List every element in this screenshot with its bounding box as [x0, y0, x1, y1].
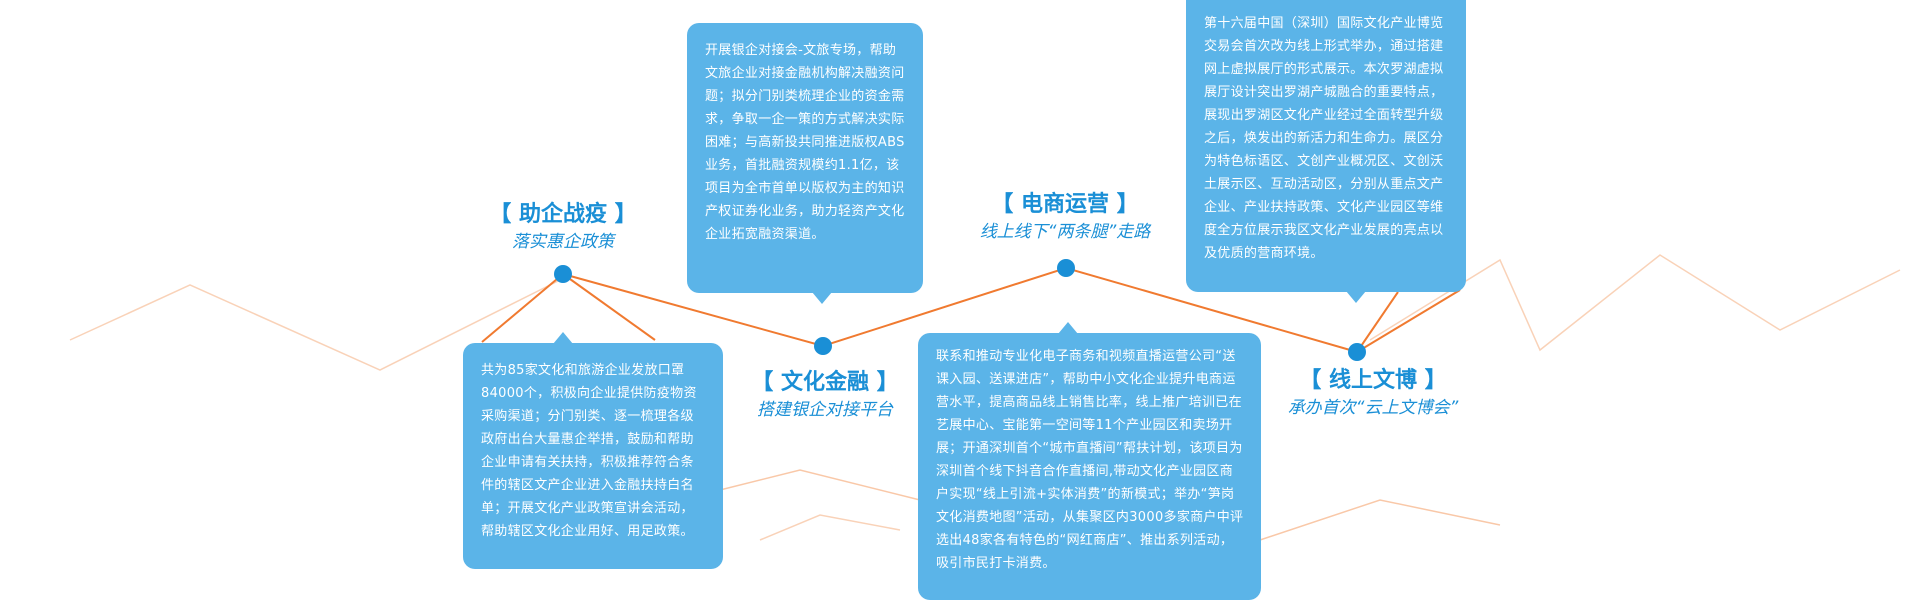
- timeline-dot-1: [554, 265, 572, 283]
- fan-line-1b: [562, 273, 656, 341]
- bubble-2: 开展银企对接会-文旅专场，帮助文旅企业对接金融机构解决融资问题；拟分门别类梳理企…: [687, 23, 923, 304]
- fan-line-4b: [1356, 289, 1461, 353]
- bg-zigzag-right: [1369, 254, 1901, 352]
- bubble-4: 第十六届中国（深圳）国际文化产业博览交易会首次改为线上形式举办，通过搭建网上虚拟…: [1186, 0, 1466, 303]
- bg-zigzag-mid: [719, 469, 921, 501]
- bubble-1: 共为85家文化和旅游企业发放口罩84000个，积极向企业提供防疫物资采购渠道；分…: [463, 332, 723, 569]
- fan-line-4a: [1356, 291, 1399, 353]
- bubble-text-2: 开展银企对接会-文旅专场，帮助文旅企业对接金融机构解决融资问题；拟分门别类梳理企…: [705, 43, 905, 242]
- node-title-2: 【 文化金融 】: [751, 370, 899, 395]
- timeline-dot-2: [814, 337, 832, 355]
- bubble-text-3: 联系和推动专业化电子商务和视频直播运营公司“送课入园、送课进店”，帮助中小文化企…: [936, 349, 1244, 571]
- bubble-pointer: [1346, 291, 1366, 303]
- node-label-2: 【 文化金融 】 搭建银企对接平台: [725, 368, 925, 422]
- node-label-1: 【 助企战疫 】 落实惠企政策: [460, 200, 666, 254]
- bubble-text-1: 共为85家文化和旅游企业发放口罩84000个，积极向企业提供防疫物资采购渠道；分…: [481, 363, 697, 539]
- bg-zigzag-right-low: [1259, 499, 1501, 541]
- node-subtitle-3: 线上线下“两条腿”走路: [979, 222, 1151, 242]
- bubble-pointer: [553, 332, 573, 344]
- fan-line-1a: [481, 273, 564, 343]
- bubble-pointer: [812, 292, 832, 304]
- node-label-3: 【 电商运营 】 线上线下“两条腿”走路: [950, 190, 1180, 244]
- node-title-1: 【 助企战疫 】: [489, 202, 637, 227]
- bg-zigzag-mid2: [759, 514, 901, 541]
- bubble-3: 联系和推动专业化电子商务和视频直播运营公司“送课入园、送课进店”，帮助中小文化企…: [918, 322, 1261, 600]
- timeline-dot-3: [1057, 259, 1075, 277]
- bg-zigzag-left: [69, 279, 561, 371]
- node-title-3: 【 电商运营 】: [991, 192, 1139, 217]
- timeline-dot-4: [1348, 343, 1366, 361]
- node-title-4: 【 线上文博 】: [1299, 368, 1447, 393]
- main-connector: [562, 266, 1358, 353]
- node-subtitle-1: 落实惠企政策: [512, 232, 614, 252]
- bubble-pointer: [1058, 322, 1078, 334]
- node-subtitle-4: 承办首次“云上文博会”: [1287, 398, 1459, 418]
- node-subtitle-2: 搭建银企对接平台: [757, 400, 893, 420]
- bubble-text-4: 第十六届中国（深圳）国际文化产业博览交易会首次改为线上形式举办，通过搭建网上虚拟…: [1204, 16, 1444, 261]
- node-label-4: 【 线上文博 】 承办首次“云上文博会”: [1258, 366, 1488, 420]
